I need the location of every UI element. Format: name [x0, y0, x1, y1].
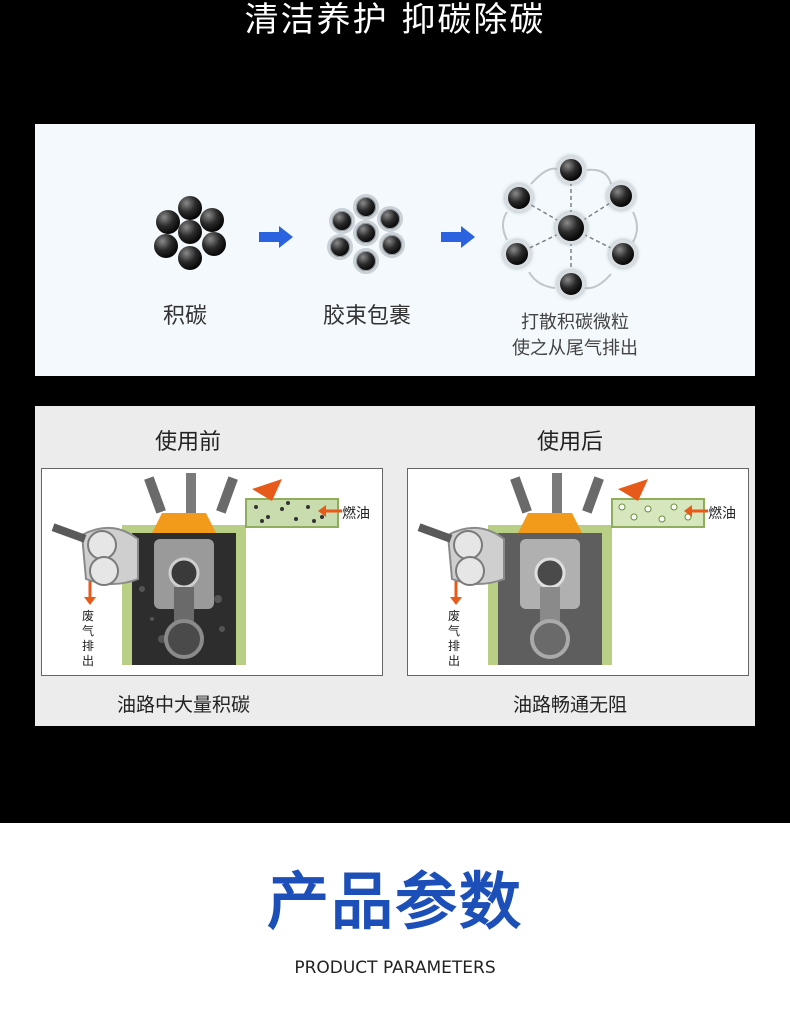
params-title: 产品参数: [266, 865, 523, 938]
exhaust-char: 排: [82, 639, 95, 653]
fuel-label: 燃油: [342, 506, 370, 522]
wrapped-particle: [377, 206, 403, 232]
carbon-cluster: [150, 196, 230, 276]
wrapped-particle: [353, 248, 379, 274]
exhaust-char: 出: [448, 654, 461, 668]
engine-before-diagram: 燃油 废 气 排 出: [41, 468, 383, 676]
exhaust-label: 废 气 排 出: [448, 609, 464, 669]
carbon-particle: [154, 234, 178, 258]
page-title: 清洁养护 抑碳除碳: [244, 0, 546, 40]
dispersed-particle: [505, 184, 533, 212]
step2-label: 胶束包裹: [322, 304, 411, 329]
exhaust-char: 废: [448, 609, 461, 623]
step1-label: 积碳: [162, 304, 207, 329]
dispersed-particle: [557, 270, 585, 298]
exhaust-char: 废: [82, 609, 95, 623]
wrapped-particle: [327, 234, 353, 260]
engine-after-diagram: 燃油 废 气 排 出: [407, 468, 749, 676]
engine-after-illustration: [417, 473, 708, 665]
dispersed-particle: [557, 156, 585, 184]
carbon-particle: [178, 220, 202, 244]
fuel-label: 燃油: [708, 506, 736, 522]
wrapped-particle: [353, 194, 379, 220]
after-title: 使用后: [537, 430, 604, 455]
step3-label-line1: 打散积碳微粒: [521, 312, 629, 333]
before-caption: 油路中大量积碳: [117, 694, 251, 716]
dispersed-particle: [555, 212, 587, 244]
exhaust-char: 气: [82, 624, 95, 638]
exhaust-char: 气: [448, 624, 461, 638]
carbon-particle: [156, 210, 180, 234]
params-subtitle: PRODUCT PARAMETERS: [294, 958, 496, 978]
dispersed-particle: [503, 240, 531, 268]
engine-compare-panel: 使用前 使用后: [35, 406, 755, 726]
carbon-particle: [200, 208, 224, 232]
after-caption: 油路畅通无阻: [513, 694, 628, 716]
carbon-particle: [178, 246, 202, 270]
step3-label-line2: 使之从尾气排出: [512, 338, 638, 359]
before-title: 使用前: [155, 430, 222, 455]
exhaust-char: 排: [448, 639, 461, 653]
wrapped-carbon-cluster: [325, 194, 409, 280]
engine-before-illustration: [51, 473, 342, 665]
carbon-process-panel: 积碳 胶束包裹 打散积碳微粒 使之从尾气排出: [35, 124, 755, 376]
dispersed-carbon-cluster: [497, 154, 645, 302]
exhaust-label: 废 气 排 出: [82, 609, 98, 669]
right-arrow-icon: [259, 226, 293, 248]
wrapped-particle: [379, 232, 405, 258]
right-arrow-icon: [441, 226, 475, 248]
wrapped-particle: [329, 208, 355, 234]
dark-section: 清洁养护 抑碳除碳: [0, 0, 790, 823]
dispersed-particle: [607, 182, 635, 210]
exhaust-char: 出: [82, 654, 95, 668]
wrapped-particle: [353, 220, 379, 246]
dispersed-particle: [609, 240, 637, 268]
carbon-particle: [202, 232, 226, 256]
carbon-particle: [178, 196, 202, 220]
